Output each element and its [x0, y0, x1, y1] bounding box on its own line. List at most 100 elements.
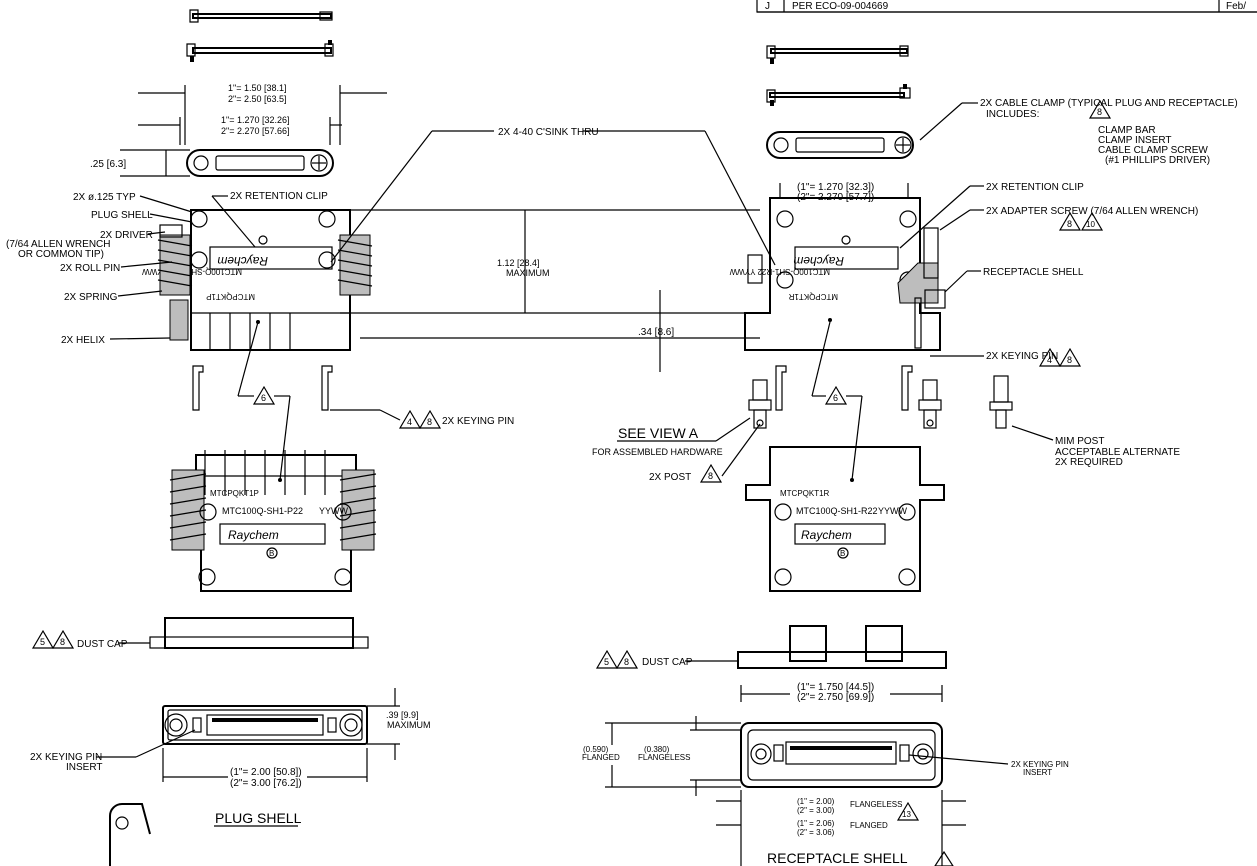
svg-text:10: 10	[1086, 220, 1095, 229]
flag-5-dust-right: 5	[595, 649, 619, 669]
dim-025: .25 [6.3]	[90, 159, 126, 170]
acceptable-alternate: ACCEPTABLE ALTERNATE	[1055, 447, 1180, 458]
flag-8-keying-left: 8	[418, 409, 442, 429]
dim-112-a: 1.12 [28.4]	[497, 258, 540, 268]
svg-text:8: 8	[60, 637, 65, 647]
plug-dim-outer-1: 1"= 1.50 [38.1]	[228, 83, 287, 93]
receptacle-shell-title: RECEPTACLE SHELL	[767, 850, 908, 866]
cable-clamp-screw-label: CABLE CLAMP SCREW	[1098, 145, 1208, 156]
roll-pin-label: 2X ROLL PIN	[60, 263, 120, 274]
see-view-a: SEE VIEW A	[618, 425, 699, 441]
clamp-insert-label: CLAMP INSERT	[1098, 135, 1172, 146]
flag-6-leaders	[237, 321, 863, 481]
revision-description: PER ECO-09-004669	[792, 1, 889, 12]
keying-insert-left-1: 2X KEYING PIN	[30, 752, 102, 763]
svg-text:6: 6	[261, 393, 266, 403]
includes-label: INCLUDES:	[986, 109, 1039, 120]
plug-clamp-dimensions: 1"= 1.50 [38.1] 2"= 2.50 [63.5] 1"= 1.27…	[90, 83, 387, 177]
keying-pin-right-label: 2X KEYING PIN	[986, 351, 1058, 362]
plug-width-2: (2"= 3.00 [76.2])	[230, 778, 302, 789]
receptacle-end-view: (1"= 1.750 [44.5]) (2"= 2.750 [69.9]) (0…	[582, 682, 1069, 866]
raychem-rec-rear: Raychem	[801, 528, 852, 542]
plug-kit-number-upside-down: MTCPQKT1P	[206, 292, 255, 301]
spring-label: 2X SPRING	[64, 292, 118, 303]
csink-label: 2X 4-40 C'SINK THRU	[498, 127, 599, 138]
flag-10-adapter: 10	[1080, 211, 1104, 231]
flag-6-right: 6	[824, 385, 848, 405]
flag-8-dust-right: 8	[615, 649, 639, 669]
flag-6-left: 6	[252, 385, 276, 405]
keying-insert-left-2: INSERT	[66, 762, 103, 773]
helix-label: 2X HELIX	[61, 335, 105, 346]
plug-part-number-upside-down: MTC100Q-SH1-P22 YYWW	[142, 267, 242, 276]
raychem-logo-upside-down: Raychem	[217, 254, 268, 268]
mim-post-label: MIM POST	[1055, 436, 1104, 447]
retention-clip-right-label: 2X RETENTION CLIP	[986, 182, 1084, 193]
flag-4-keying-left: 4	[398, 409, 422, 429]
plug-width-1: (1"= 2.00 [50.8])	[230, 767, 302, 778]
revision-letter: J	[765, 1, 770, 12]
receptacle-shell-front-view: Raychem MTC100Q-SH1-R22 YYWW MTCPQKT1R	[729, 197, 946, 351]
svg-text:8: 8	[708, 471, 713, 481]
rec-flangeless-label: FLANGELESS	[850, 800, 902, 809]
raychem-plug-rear: Raychem	[228, 528, 279, 542]
revision-table: J PER ECO-09-004669 Feb/	[756, 0, 1257, 13]
clamp-bar-label: CLAMP BAR	[1098, 125, 1156, 136]
rec-flangeless-1: (1" = 2.00)	[797, 797, 835, 806]
dust-cap-plug: DUST CAP	[77, 617, 369, 650]
plug-shell-title: PLUG SHELL	[215, 810, 302, 826]
part-rec-rear: MTC100Q-SH1-R22	[796, 506, 878, 516]
driver-note-2: OR COMMON TIP)	[18, 249, 104, 260]
svg-text:8: 8	[624, 657, 629, 667]
rec-dim-1: (1"= 1.270 [32.3])	[797, 182, 874, 193]
flangeless-label: FLANGELESS	[638, 753, 690, 762]
spring-right	[337, 234, 373, 296]
driver-label: 2X DRIVER	[100, 230, 153, 241]
plug-dim-outer-2: 2"= 2.50 [63.5]	[228, 94, 287, 104]
svg-text:4: 4	[407, 417, 412, 427]
svg-text:5: 5	[604, 657, 609, 667]
dim-112-b: MAXIMUM	[506, 268, 550, 278]
required-label: 2X REQUIRED	[1055, 457, 1123, 468]
post-label: 2X POST	[649, 472, 691, 483]
receptacle-kit-number-upside-down: MTCPQKT1R	[788, 292, 838, 301]
keying-pin-left-label: 2X KEYING PIN	[442, 416, 514, 427]
rec-flanged-1: (1" = 2.06)	[797, 819, 835, 828]
plug-dim-inner-1: 1"= 1.270 [32.26]	[221, 115, 290, 125]
receptacle-shell-rear-view: MTCPQKT1R MTC100Q-SH1-R22 YYWW Raychem B	[745, 446, 945, 592]
dust-cap-receptacle: DUST CAP	[642, 625, 947, 669]
flag-8-keying-right: 8	[1058, 347, 1082, 367]
spring-left	[157, 224, 193, 341]
plug-callouts: 2X ø.125 TYP PLUG SHELL 2X DRIVER (7/64 …	[6, 191, 328, 346]
flag-8-dust-left: 8	[51, 629, 75, 649]
receptacle-shell-label: RECEPTACLE SHELL	[983, 267, 1084, 278]
dust-cap-left-label: DUST CAP	[77, 639, 128, 650]
rec-flanged-2: (2" = 3.06)	[797, 828, 835, 837]
dim-034: .34 [8.6]	[638, 327, 674, 338]
for-assembled-hardware: FOR ASSEMBLED HARDWARE	[592, 447, 723, 457]
flag-13-flanged: 13	[896, 801, 920, 821]
cable-clamp-callout: 2X CABLE CLAMP (TYPICAL PLUG AND RECEPTA…	[919, 98, 1238, 166]
flag-8-adapter: 8	[1058, 211, 1082, 231]
svg-text:8: 8	[427, 417, 432, 427]
center-dimensions: 2X 4-40 C'SINK THRU 1.12 [28.4] MAXIMUM …	[330, 127, 776, 372]
part-plug-rear: MTC100Q-SH1-P22	[222, 506, 303, 516]
yyww-plug-rear: YYWW	[319, 506, 349, 516]
flangeless-dim: (0.380)	[644, 745, 670, 754]
svg-text:6: 6	[833, 393, 838, 403]
revision-flags: 8 8 10 4 8 6 6 4 8 8 5 8 5 8 13	[31, 99, 1112, 866]
raychem-logo-receptacle-upside-down: Raychem	[793, 254, 844, 268]
flanged-dim: (0.590)	[583, 745, 609, 754]
kit-rec-rear: MTCPQKT1R	[780, 489, 830, 498]
rec-flanged-label: FLANGED	[850, 821, 888, 830]
keying-pins-and-posts: 2X KEYING PIN	[192, 365, 1013, 429]
phillips-label: (#1 PHILLIPS DRIVER)	[1105, 155, 1210, 166]
kit-plug-rear: MTCPQKT1P	[210, 489, 259, 498]
receptacle-callouts: (1"= 1.270 [32.3]) (2"= 2.270 [57.7]) 2X…	[779, 182, 1198, 362]
keying-insert-right-1: 2X KEYING PIN	[1011, 760, 1069, 769]
svg-text:13: 13	[902, 810, 911, 819]
plug-shell-front-view: Raychem MTC100Q-SH1-P22 YYWW MTCPQKT1P	[142, 209, 373, 351]
revision-date: Feb/	[1226, 1, 1246, 12]
rec-dim-2: (2"= 2.270 [57.7])	[797, 192, 874, 203]
rec-width-1: (1"= 1.750 [44.5])	[797, 682, 874, 693]
